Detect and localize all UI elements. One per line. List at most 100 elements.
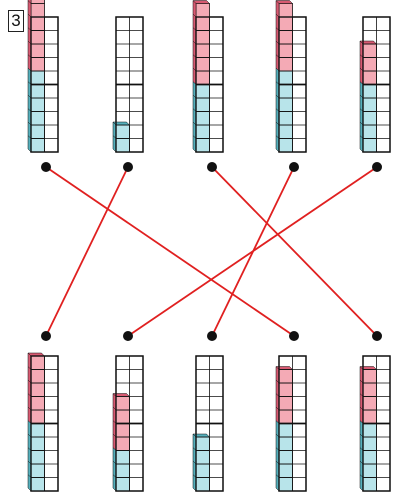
pink-cube bbox=[30, 16, 45, 31]
blue-cube bbox=[30, 70, 45, 85]
blue-cube bbox=[115, 477, 130, 492]
connection-lines bbox=[45, 166, 378, 337]
blue-cube bbox=[362, 450, 377, 465]
pink-cube bbox=[195, 16, 210, 31]
blue-cube bbox=[278, 423, 293, 438]
bottom-dot-5[interactable] bbox=[372, 331, 382, 341]
pink-cube bbox=[115, 423, 130, 438]
blue-cube bbox=[362, 124, 377, 139]
top-block-2 bbox=[112, 16, 144, 153]
blue-cube bbox=[362, 111, 377, 126]
blue-cube bbox=[195, 463, 210, 478]
pink-cube bbox=[30, 0, 45, 4]
connection-line bbox=[211, 166, 378, 337]
blue-cube bbox=[278, 477, 293, 492]
pink-cube bbox=[195, 43, 210, 58]
blue-cube bbox=[30, 436, 45, 451]
blue-cube bbox=[278, 138, 293, 153]
blue-cube bbox=[195, 124, 210, 139]
bottom-dot-1[interactable] bbox=[41, 331, 51, 341]
blue-cube bbox=[278, 436, 293, 451]
pink-cube bbox=[362, 409, 377, 424]
blue-cube bbox=[30, 450, 45, 465]
blue-cube bbox=[30, 477, 45, 492]
blue-cube bbox=[362, 463, 377, 478]
blue-cube bbox=[30, 138, 45, 153]
pink-cube bbox=[362, 382, 377, 397]
blue-cube bbox=[195, 111, 210, 126]
pink-cube bbox=[30, 3, 45, 18]
top-row bbox=[27, 0, 391, 153]
top-dot-4[interactable] bbox=[289, 162, 299, 172]
blue-cube bbox=[195, 84, 210, 99]
blue-cube bbox=[362, 84, 377, 99]
pink-cube bbox=[278, 396, 293, 411]
blue-cube bbox=[362, 423, 377, 438]
blue-cube bbox=[362, 97, 377, 112]
pink-cube bbox=[278, 43, 293, 58]
blue-cube bbox=[115, 463, 130, 478]
blue-cube bbox=[30, 111, 45, 126]
pink-cube bbox=[195, 3, 210, 18]
bottom-block-4 bbox=[275, 355, 307, 492]
blue-cube bbox=[278, 450, 293, 465]
blue-cube bbox=[195, 97, 210, 112]
bottom-block-2 bbox=[112, 355, 144, 492]
pink-cube bbox=[362, 396, 377, 411]
pink-cube bbox=[115, 436, 130, 451]
connection-line bbox=[127, 166, 378, 337]
connection-dots bbox=[41, 162, 382, 341]
pink-cube bbox=[115, 409, 130, 424]
blue-cube bbox=[115, 450, 130, 465]
bottom-row bbox=[27, 352, 391, 492]
pink-cube bbox=[195, 70, 210, 85]
pink-cube bbox=[195, 30, 210, 45]
pink-cube bbox=[278, 57, 293, 72]
pink-cube bbox=[30, 396, 45, 411]
bottom-dot-4[interactable] bbox=[289, 331, 299, 341]
pink-cube bbox=[278, 369, 293, 384]
pink-cube bbox=[30, 355, 45, 370]
pink-cube bbox=[30, 43, 45, 58]
pink-cube bbox=[278, 30, 293, 45]
top-dot-1[interactable] bbox=[41, 162, 51, 172]
pink-cube bbox=[30, 369, 45, 384]
blue-cube bbox=[278, 111, 293, 126]
blue-cube bbox=[30, 463, 45, 478]
pink-cube bbox=[115, 396, 130, 411]
pink-cube bbox=[362, 70, 377, 85]
pink-cube bbox=[278, 409, 293, 424]
blue-cube bbox=[195, 477, 210, 492]
top-block-4 bbox=[275, 0, 307, 153]
top-dot-3[interactable] bbox=[207, 162, 217, 172]
blue-cube bbox=[115, 138, 130, 153]
pink-cube bbox=[30, 57, 45, 72]
top-block-3 bbox=[192, 0, 224, 153]
blue-cube bbox=[278, 97, 293, 112]
blue-cube bbox=[278, 84, 293, 99]
blue-cube bbox=[195, 436, 210, 451]
bottom-block-3 bbox=[192, 355, 224, 492]
pink-cube bbox=[278, 382, 293, 397]
connection-line bbox=[45, 166, 295, 337]
blue-cube bbox=[30, 84, 45, 99]
bottom-block-1 bbox=[27, 352, 59, 492]
top-dot-5[interactable] bbox=[372, 162, 382, 172]
blue-cube bbox=[278, 124, 293, 139]
blue-cube bbox=[30, 97, 45, 112]
top-block-1 bbox=[27, 0, 59, 153]
pink-cube bbox=[30, 382, 45, 397]
bottom-dot-2[interactable] bbox=[123, 331, 133, 341]
blue-cube bbox=[195, 450, 210, 465]
bottom-dot-3[interactable] bbox=[207, 331, 217, 341]
blue-cube bbox=[115, 124, 130, 139]
pink-cube bbox=[195, 57, 210, 72]
pink-cube bbox=[362, 369, 377, 384]
bottom-block-5 bbox=[359, 355, 391, 492]
top-block-5 bbox=[359, 16, 391, 153]
pink-cube bbox=[278, 16, 293, 31]
top-dot-2[interactable] bbox=[123, 162, 133, 172]
blue-cube bbox=[278, 463, 293, 478]
problem-number: 3 bbox=[8, 10, 24, 32]
